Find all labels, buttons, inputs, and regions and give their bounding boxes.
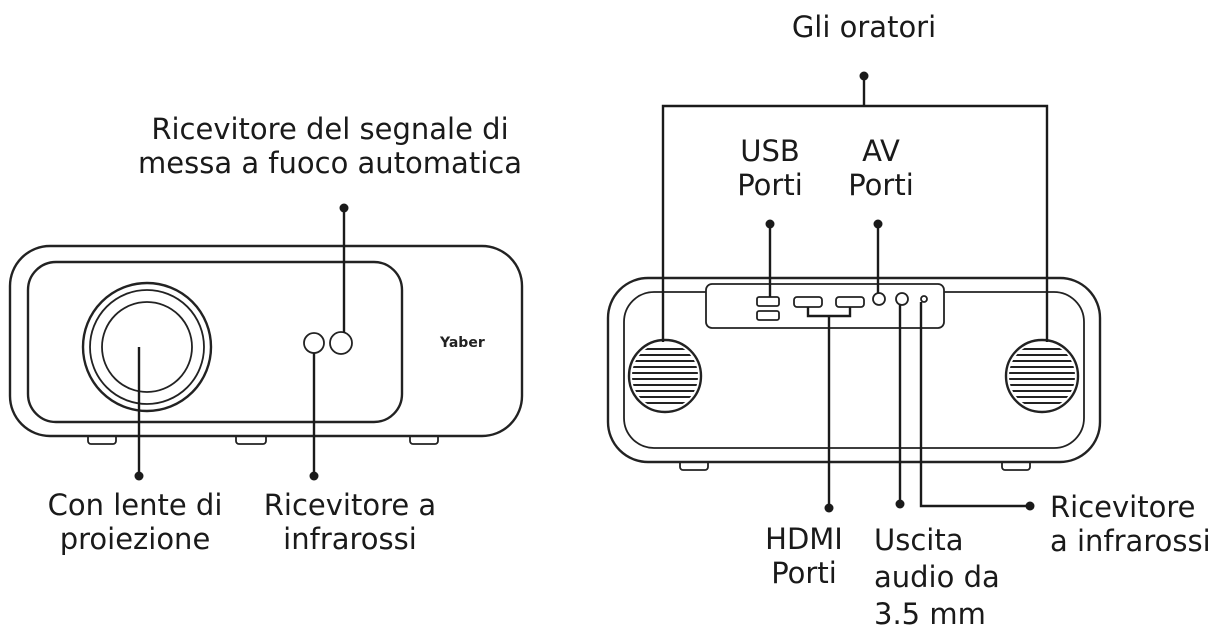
audio-jack	[895, 292, 909, 306]
label-av-line-1: AV	[862, 134, 900, 168]
label-ir-front-line-1: Ricevitore a	[263, 488, 437, 522]
ir-back-callout-dot	[1025, 501, 1035, 511]
label-usb-line-2: Porti	[737, 168, 803, 202]
label-autofocus-receiver: Ricevitore del segnale di messa a fuoco …	[100, 112, 560, 180]
label-ir-receiver-front: Ricevitore a infrarossi	[240, 488, 460, 556]
label-projection-lens: Con lente di proiezione	[20, 488, 250, 556]
label-hdmi-ports: HDMI Porti	[744, 522, 864, 590]
label-speakers: Gli oratori	[764, 10, 964, 44]
hdmi-port-1	[793, 296, 823, 308]
label-ir-back-line-1: Ricevitore	[1050, 490, 1196, 524]
speakers-callout-bracket	[661, 104, 1049, 342]
label-audio-line-1: Uscita	[874, 523, 964, 557]
lens-glass	[101, 301, 193, 393]
label-ir-receiver-back: Ricevitore a infrarossi	[1050, 490, 1226, 558]
ir-sensor-front	[303, 332, 325, 354]
brand-logo: Yaber	[439, 335, 485, 351]
lens-callout-dot	[134, 471, 144, 481]
label-ir-front-line-2: infrarossi	[283, 522, 417, 556]
label-hdmi-line-2: Porti	[771, 556, 837, 590]
usb-port-1	[756, 296, 780, 307]
autofocus-sensor	[329, 331, 353, 355]
front-projector: Yaber	[8, 203, 524, 481]
audio-callout-dot	[895, 499, 905, 509]
usb-port-2	[756, 310, 780, 321]
label-lens-line-2: proiezione	[59, 522, 211, 556]
speaker-left	[627, 338, 703, 414]
label-usb-line-1: USB	[740, 134, 800, 168]
hdmi-port-2	[835, 296, 865, 308]
av-port	[872, 292, 886, 306]
hdmi-callout-dot	[824, 503, 834, 513]
label-usb-ports: USB Porti	[715, 134, 825, 202]
label-ir-back-line-2: a infrarossi	[1050, 524, 1211, 558]
label-audio-output: Uscita audio da 3.5 mm	[874, 522, 1034, 633]
ir-back-callout-line	[919, 302, 1030, 508]
label-speakers-line-1: Gli oratori	[791, 10, 937, 44]
label-av-ports: AV Porti	[826, 134, 936, 202]
label-lens-line-1: Con lente di	[47, 488, 223, 522]
port-panel	[705, 283, 945, 329]
ir-sensor-back	[920, 295, 928, 303]
autofocus-callout-dot	[339, 203, 349, 213]
label-autofocus-line-2: messa a fuoco automatica	[138, 146, 522, 180]
back-projector	[606, 71, 1102, 513]
label-autofocus-line-1: Ricevitore del segnale di	[151, 112, 509, 146]
label-hdmi-line-1: HDMI	[765, 522, 843, 556]
label-av-line-2: Porti	[848, 168, 914, 202]
label-audio-line-2: audio da	[874, 560, 1000, 594]
label-audio-line-3: 3.5 mm	[874, 597, 986, 631]
ir-front-callout-dot	[309, 471, 319, 481]
